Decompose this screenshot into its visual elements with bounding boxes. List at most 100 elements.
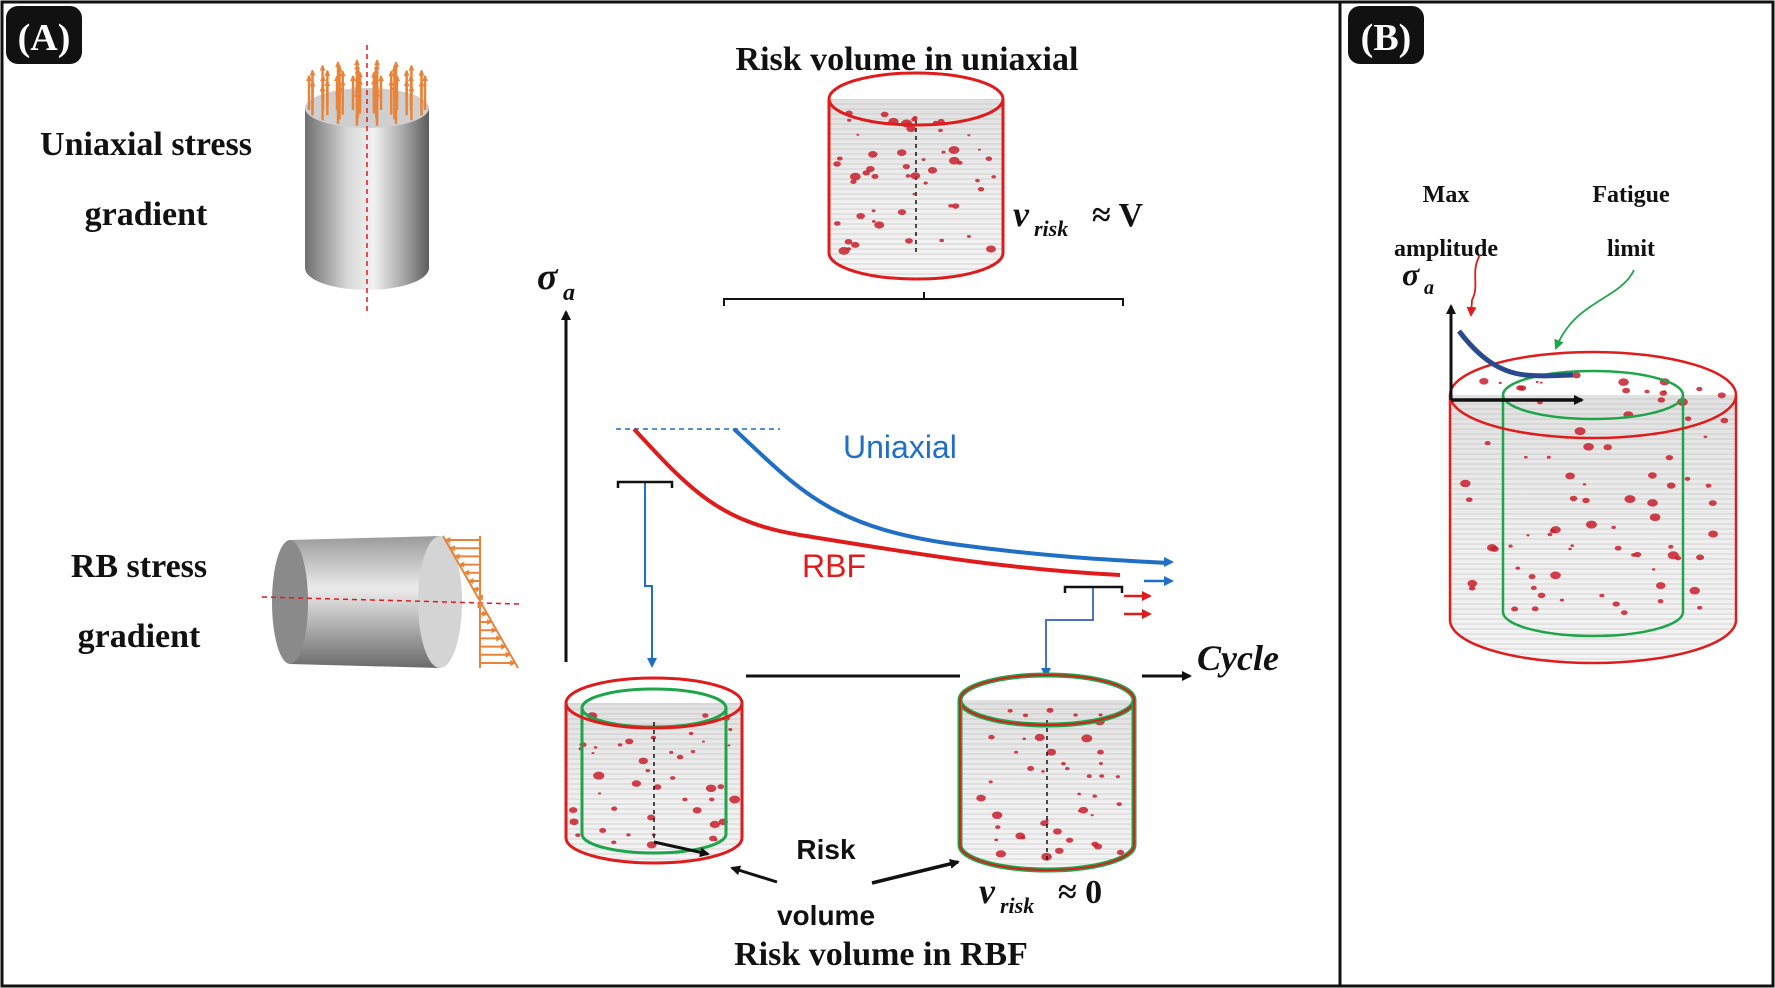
svg-text:v: v <box>979 871 996 911</box>
defect <box>617 743 623 747</box>
defect <box>967 134 971 137</box>
panel-b-plot: σ a <box>1402 254 1635 405</box>
defect <box>626 833 631 837</box>
defect <box>1684 416 1692 422</box>
defect <box>1689 586 1700 595</box>
defect <box>1708 500 1717 506</box>
defect <box>1046 707 1054 713</box>
defect <box>1066 837 1074 843</box>
defect <box>1511 606 1519 612</box>
defect <box>1622 387 1631 394</box>
defect <box>851 241 860 248</box>
defect <box>1086 774 1092 779</box>
defect <box>1697 605 1703 610</box>
defect <box>1633 551 1642 558</box>
defect <box>871 220 876 223</box>
defect <box>1659 390 1668 396</box>
defect <box>1547 532 1553 537</box>
defect <box>897 209 907 216</box>
defect <box>976 794 986 802</box>
defect <box>1498 381 1502 385</box>
defect <box>1696 386 1703 392</box>
uniaxial-specimen-illustration <box>305 45 429 312</box>
defect <box>714 838 718 842</box>
defect <box>1515 566 1521 570</box>
defects-rbf-low-stress <box>976 707 1125 861</box>
fatigue-limit-label-line1: Fatigue <box>1592 182 1670 208</box>
defect <box>874 221 885 229</box>
defect <box>728 728 733 731</box>
defect <box>966 235 971 238</box>
defect <box>948 204 954 208</box>
defect <box>1460 479 1471 488</box>
svg-text:≈ V: ≈ V <box>1092 197 1144 234</box>
defect <box>1665 454 1674 461</box>
defect <box>856 212 866 220</box>
defect <box>846 247 852 251</box>
defect <box>701 740 705 743</box>
defect <box>833 161 841 167</box>
defect <box>921 158 926 162</box>
defect <box>1647 499 1658 507</box>
defect <box>709 797 715 802</box>
defect <box>985 245 996 253</box>
defect <box>1041 770 1045 773</box>
defect <box>1523 455 1528 459</box>
defect <box>905 238 913 244</box>
defect <box>880 111 889 118</box>
defect <box>1703 435 1708 439</box>
defect <box>1618 378 1629 386</box>
defect <box>1708 530 1719 538</box>
defect <box>682 797 688 802</box>
defect <box>938 128 943 133</box>
defect <box>927 166 938 174</box>
defect <box>1599 593 1605 598</box>
defect <box>1073 713 1078 717</box>
defect <box>948 146 960 154</box>
defect <box>941 150 946 154</box>
defect <box>1649 513 1661 522</box>
defect <box>593 746 598 749</box>
high-stress-connector <box>617 481 673 666</box>
max-amplitude-label-line2: amplitude <box>1394 236 1498 262</box>
defect <box>1022 737 1027 741</box>
defect <box>1583 442 1594 451</box>
defect <box>1479 377 1489 385</box>
y-axis-label: σ a <box>537 256 575 306</box>
defect <box>1647 472 1657 479</box>
defect <box>912 192 917 196</box>
defect <box>1508 544 1513 548</box>
defect <box>868 151 878 158</box>
rb-stress-gradient-arrows <box>444 537 517 666</box>
defect <box>569 818 579 826</box>
defect <box>1097 749 1104 755</box>
defect <box>1077 810 1081 813</box>
defect <box>849 172 861 181</box>
defect <box>847 118 852 122</box>
defect <box>939 238 945 243</box>
panel-b-cylinder <box>1448 350 1738 665</box>
defect <box>1468 585 1476 591</box>
defect <box>1666 482 1676 489</box>
defect <box>834 221 841 226</box>
defect <box>988 780 993 784</box>
defect <box>1065 767 1070 771</box>
defect <box>625 738 634 745</box>
defect <box>650 735 657 740</box>
defect <box>1054 847 1064 854</box>
defect <box>690 750 696 754</box>
defect <box>1550 571 1561 580</box>
rbf-risk-volume-cylinder-high-stress <box>564 676 744 865</box>
defect <box>1078 806 1089 814</box>
rbf-sn-curve <box>632 427 1121 577</box>
defect <box>1684 476 1691 481</box>
defect <box>676 754 684 760</box>
defect <box>727 744 731 747</box>
defect <box>1531 606 1539 612</box>
defect <box>593 771 605 780</box>
svg-text:a: a <box>1424 277 1434 299</box>
defect <box>871 173 879 180</box>
defect <box>1720 417 1729 424</box>
svg-text:≈ 0: ≈ 0 <box>1058 874 1102 911</box>
defect <box>1092 794 1098 798</box>
